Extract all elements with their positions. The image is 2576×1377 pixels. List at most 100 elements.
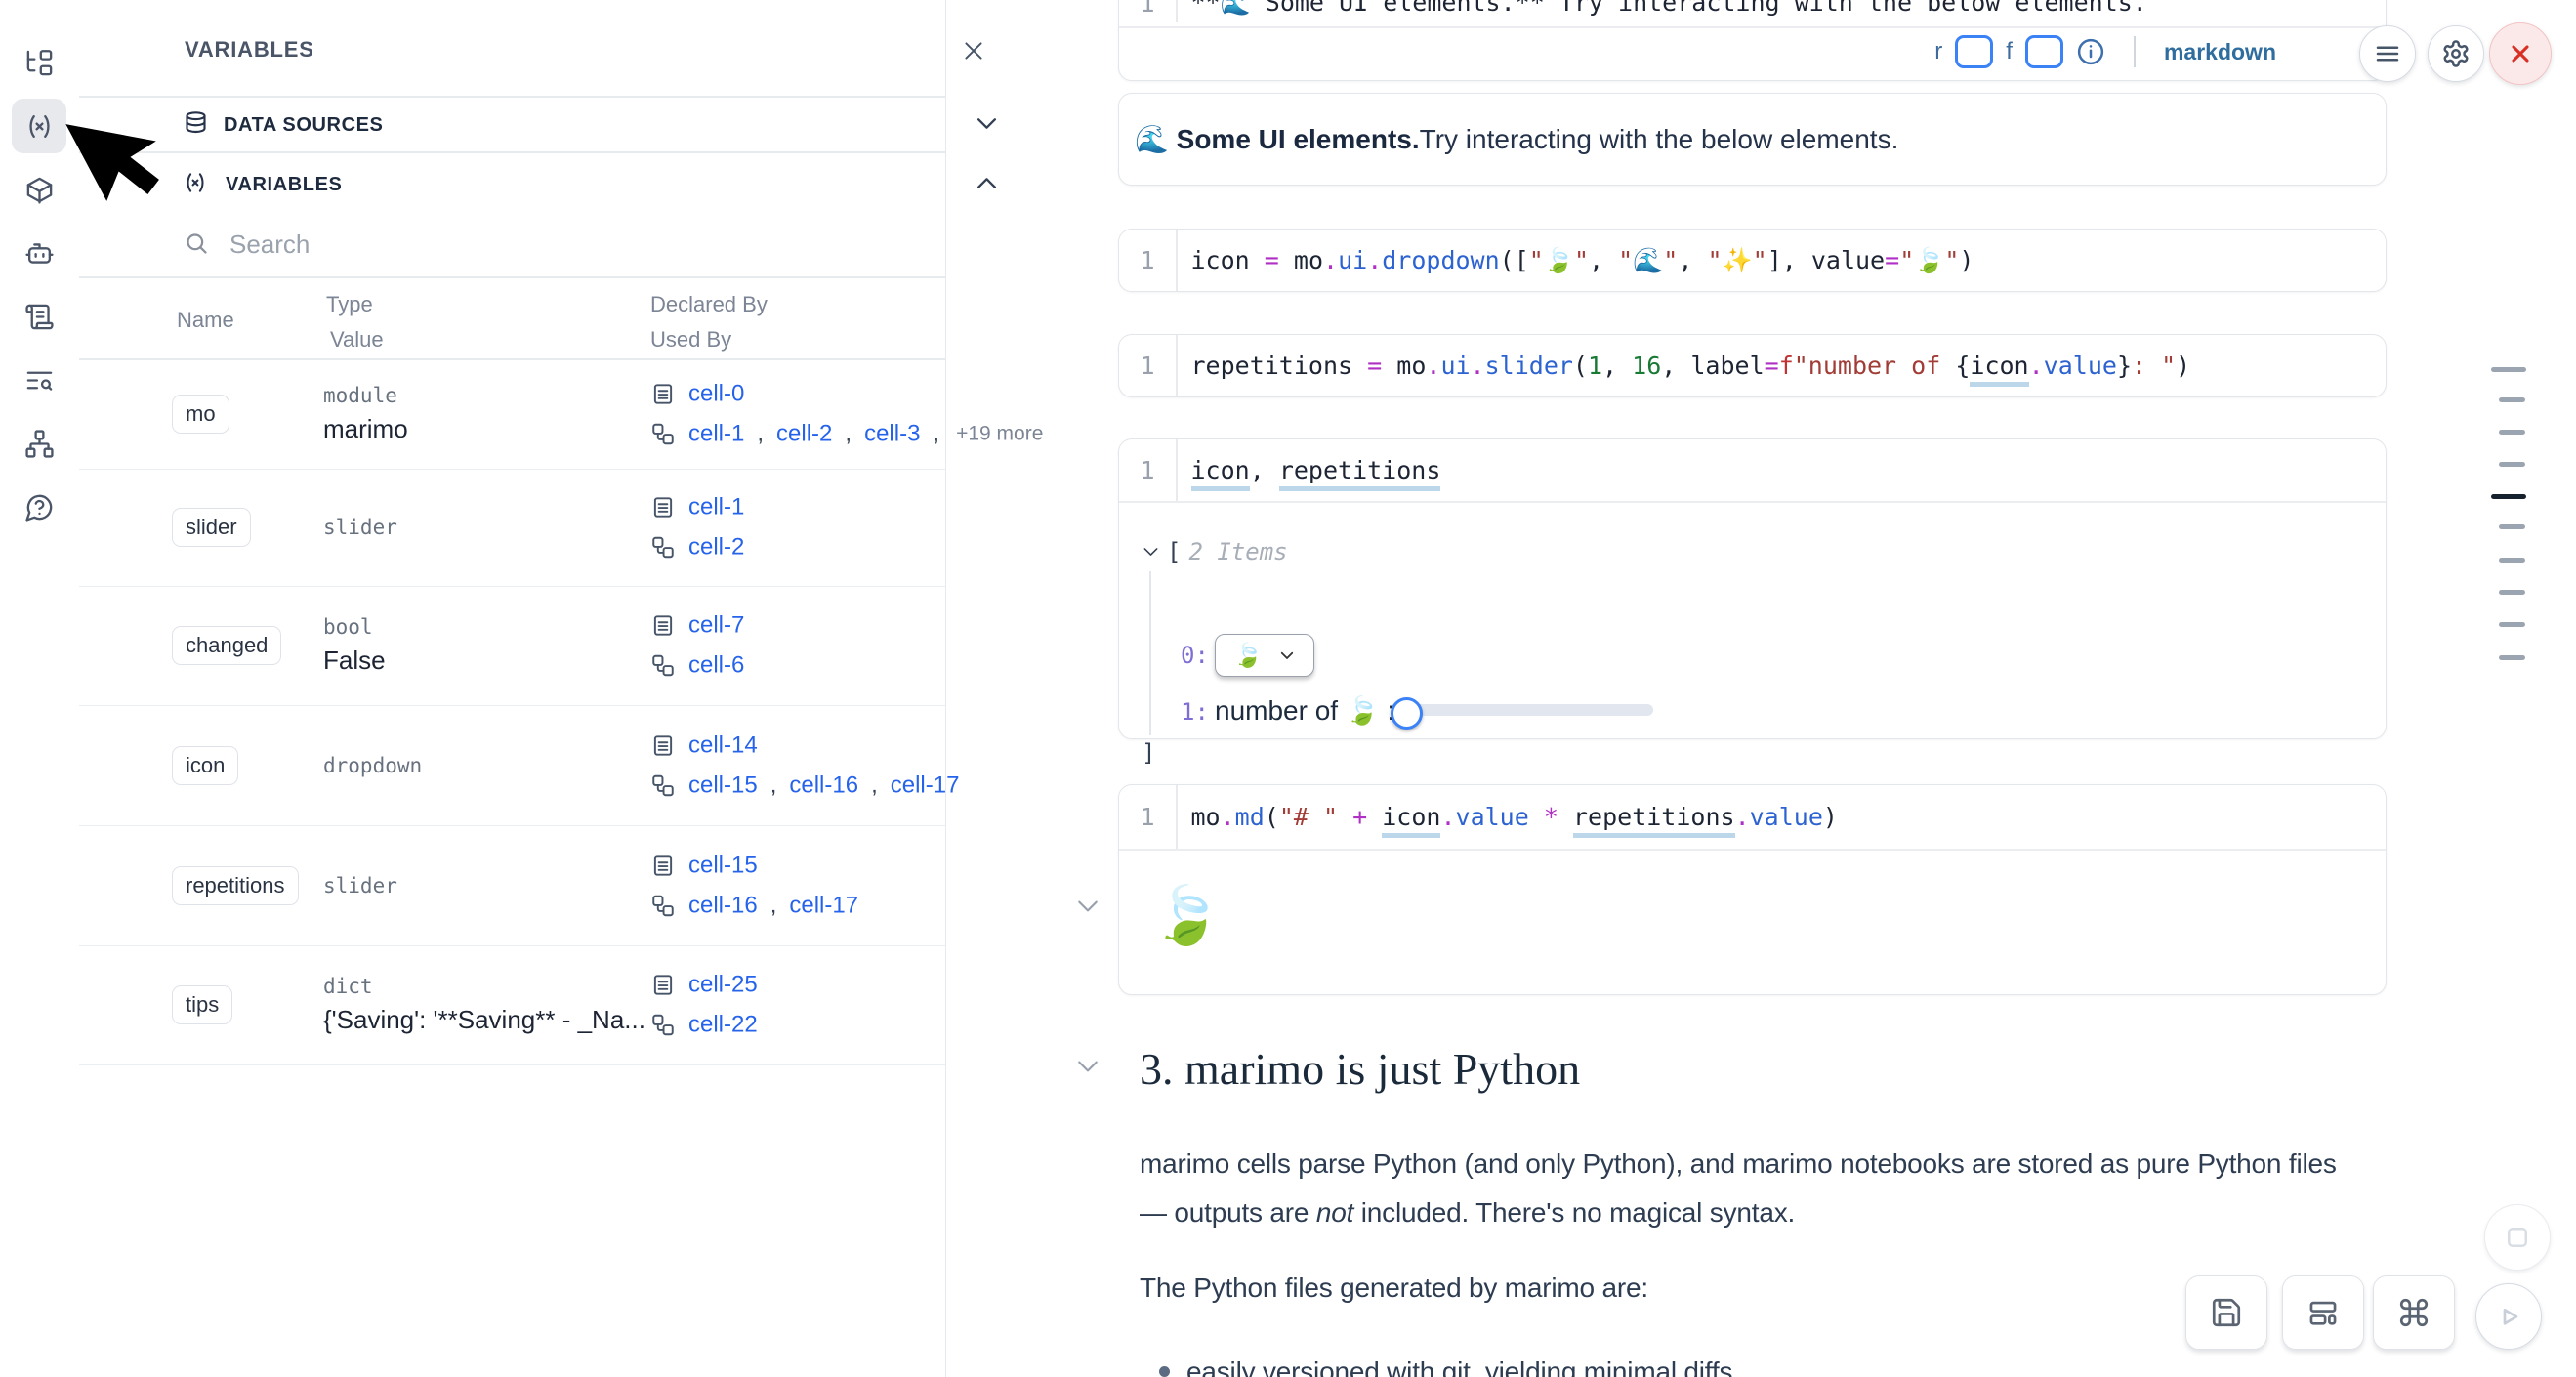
save-button[interactable]: [2185, 1275, 2267, 1350]
declared-by-line: cell-25: [650, 972, 758, 999]
cell-reference-link[interactable]: cell-25: [688, 971, 758, 998]
divider: [79, 96, 945, 98]
cell-code-dropdown[interactable]: 1 icon = mo.ui.dropdown(["🍃", "🌊", "✨"],…: [1118, 229, 2387, 292]
cell-code-slider[interactable]: 1 repetitions = mo.ui.slider(1, 16, labe…: [1118, 334, 2387, 397]
language-badge[interactable]: markdown: [2163, 38, 2276, 64]
minimap-mark[interactable]: [2499, 558, 2525, 563]
cell-reference-link[interactable]: cell-2: [688, 533, 745, 561]
code-token: "🌊": [1618, 245, 1679, 274]
minimap-mark[interactable]: [2499, 590, 2525, 595]
info-icon[interactable]: [2076, 37, 2105, 66]
code-token: ui: [1440, 352, 1471, 380]
cell-reference-link[interactable]: cell-15: [688, 772, 758, 798]
cell-reference-link[interactable]: cell-3: [864, 420, 921, 446]
output-collapse-chevron[interactable]: [1076, 898, 1100, 914]
toolbar-divider: [2133, 36, 2136, 67]
code-line[interactable]: **🌊 Some UI elements.** Try interacting …: [1190, 0, 2147, 17]
cell-reference-link[interactable]: cell-2: [776, 420, 833, 446]
variable-references: cell-25 cell-22: [650, 972, 758, 1039]
cell-reference-link[interactable]: cell-0: [688, 380, 745, 406]
section-label: VARIABLES: [226, 174, 343, 195]
cell-reference-link[interactable]: cell-1: [688, 493, 745, 521]
panel-close-button[interactable]: [961, 38, 986, 63]
variables-panel: VARIABLES DATA SOURCES VARIABLES: [79, 0, 1043, 1377]
sidebar-item-ai-assistant[interactable]: [12, 226, 66, 280]
line-number: 1: [1140, 0, 1155, 18]
cube-icon: [26, 177, 52, 204]
cell-reference-link[interactable]: cell-14: [688, 731, 758, 758]
settings-button[interactable]: [2428, 25, 2484, 82]
variable-type: module: [323, 383, 397, 407]
sidebar-item-snippets[interactable]: [12, 289, 66, 344]
code-token: dropdown: [1382, 245, 1500, 274]
keyboard-shortcuts-button[interactable]: [2373, 1275, 2455, 1350]
code-line[interactable]: icon = mo.ui.dropdown(["🍃", "🌊", "✨"], v…: [1178, 246, 1974, 275]
variable-type: dropdown: [323, 753, 423, 777]
minimap-mark-active[interactable]: [2491, 494, 2526, 499]
shutdown-button[interactable]: [2489, 22, 2552, 85]
item-index: 1:: [1181, 698, 1209, 726]
cell-reference-link[interactable]: cell-17: [789, 892, 859, 918]
layout-toggle-button[interactable]: [2282, 1275, 2364, 1350]
cell-reference-link[interactable]: cell-16: [688, 892, 758, 918]
minimap-mark[interactable]: [2499, 524, 2525, 529]
cell-reference-link[interactable]: cell-1: [688, 420, 745, 446]
more-cells-label[interactable]: +19 more: [956, 422, 1044, 444]
cell-reference-link[interactable]: cell-6: [688, 651, 745, 679]
dropdown-select[interactable]: 🍃: [1215, 634, 1314, 677]
run-button[interactable]: [2475, 1283, 2542, 1350]
minimap-mark[interactable]: [2499, 430, 2525, 435]
code-token: mo: [1293, 245, 1324, 274]
config-r-checkbox[interactable]: [1955, 35, 1994, 68]
cell-markdown-editor[interactable]: 1 **🌊 Some UI elements.** Try interactin…: [1118, 0, 2387, 81]
cell-code-tuple[interactable]: 1 icon, repetitions [ 2 Items 0: 🍃 1: nu…: [1118, 438, 2387, 767]
sidebar-item-outline-search[interactable]: [12, 353, 66, 407]
section-collapse-chevron[interactable]: [1076, 1059, 1100, 1074]
sidebar-item-packages[interactable]: [12, 162, 66, 217]
stop-button[interactable]: [2484, 1204, 2551, 1271]
divider: [79, 151, 945, 153]
sidebar-item-variables[interactable]: [12, 99, 66, 153]
code-line[interactable]: icon, repetitions: [1178, 456, 1441, 491]
minimap-mark[interactable]: [2499, 655, 2525, 660]
minimap-mark[interactable]: [2499, 622, 2525, 627]
divider: [1119, 501, 2386, 503]
separator: ,: [769, 772, 777, 798]
declared-by-line: cell-14: [650, 731, 959, 759]
chevron-up-icon[interactable]: [976, 176, 998, 190]
collapse-chevron-icon[interactable]: [1143, 546, 1159, 558]
minimap-mark[interactable]: [2491, 367, 2526, 372]
variables-x-icon: [28, 114, 50, 138]
notebook-menu-button[interactable]: [2359, 25, 2416, 82]
cell-reference-link[interactable]: cell-15: [688, 852, 758, 878]
database-icon: [183, 109, 209, 137]
code-token: ): [1959, 245, 1974, 274]
sidebar-item-dependency-graph[interactable]: [12, 416, 66, 471]
search-input[interactable]: [228, 223, 856, 266]
cell-reference-link[interactable]: cell-17: [890, 772, 960, 798]
sidebar-item-help[interactable]: [12, 480, 66, 534]
code-line[interactable]: repetitions = mo.ui.slider(1, 16, label=…: [1178, 352, 2190, 387]
code-token: : ": [2132, 352, 2177, 380]
cell-reference-link[interactable]: cell-16: [789, 772, 859, 798]
slider-thumb[interactable]: [1391, 697, 1423, 730]
cell-code-md[interactable]: 1 mo.md("# " + icon.value * repetitions.…: [1118, 784, 2387, 995]
minimap-mark[interactable]: [2499, 462, 2525, 467]
slider-track[interactable]: [1414, 704, 1653, 716]
code-token: }: [2116, 352, 2132, 380]
code-token: "🍃": [1899, 245, 1960, 274]
cell-reference-link[interactable]: cell-22: [688, 1011, 758, 1038]
config-f-checkbox[interactable]: [2024, 35, 2063, 68]
sidebar-item-file-explorer[interactable]: [12, 35, 66, 90]
minimap-mark[interactable]: [2499, 397, 2525, 402]
chevron-down-icon[interactable]: [976, 116, 998, 131]
gear-icon: [2443, 40, 2469, 67]
cell-reference-link[interactable]: cell-7: [688, 611, 745, 639]
code-line[interactable]: mo.md("# " + icon.value * repetitions.va…: [1178, 803, 1838, 838]
